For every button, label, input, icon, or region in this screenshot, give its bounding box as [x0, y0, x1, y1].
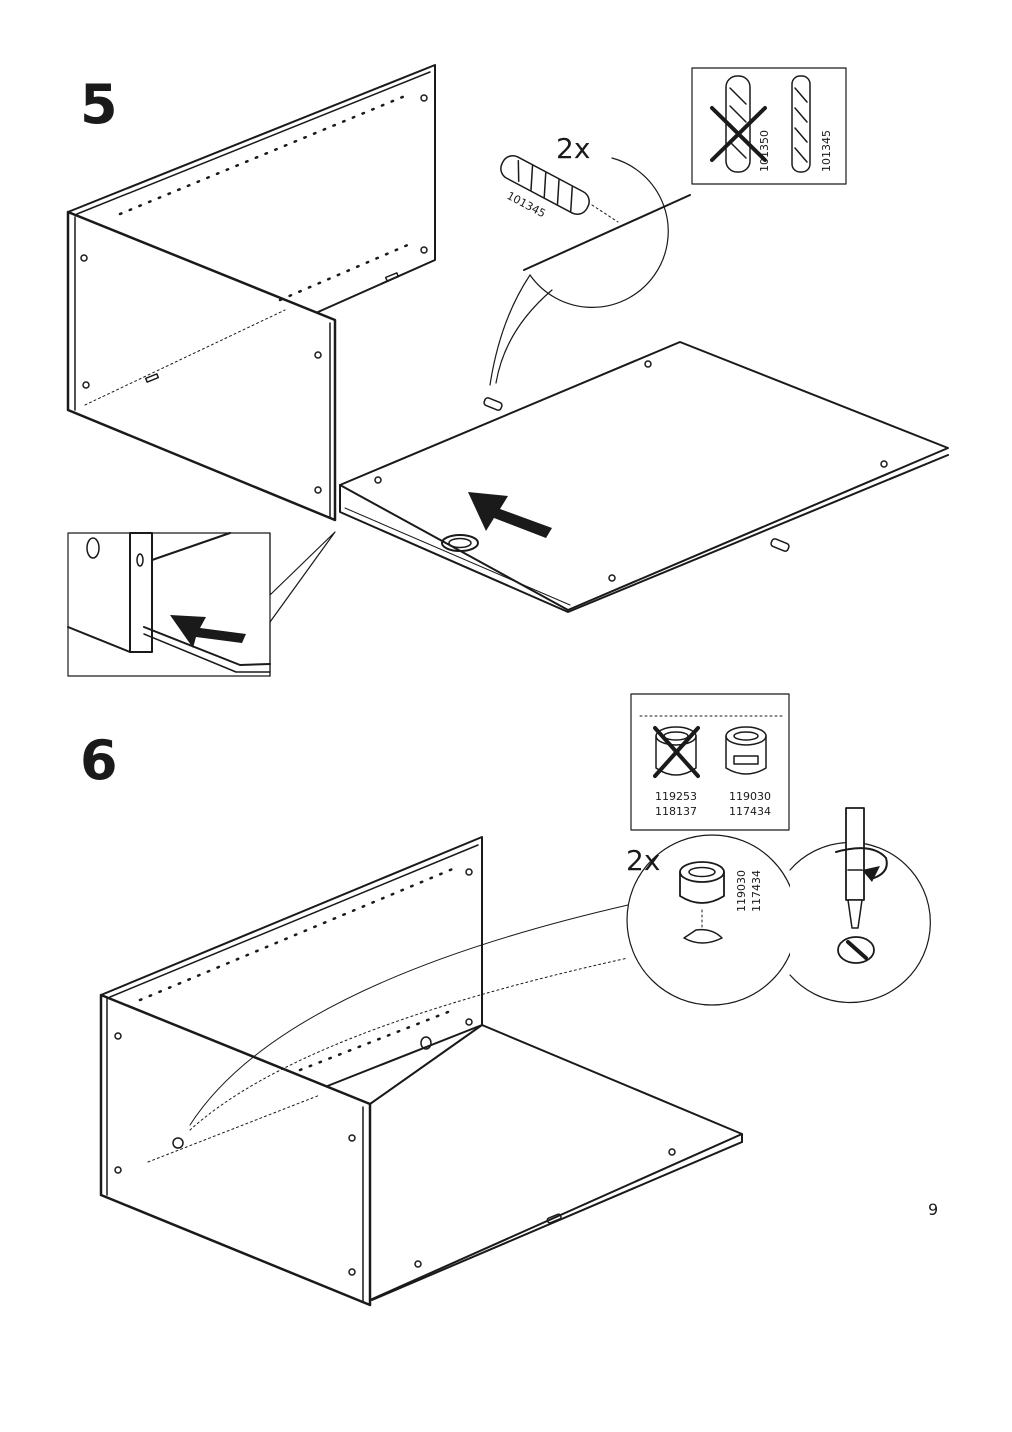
step-5-detail-inset	[67, 531, 336, 677]
step-6-cam-compare-box	[630, 693, 790, 831]
step-6-screwdriver-callout	[789, 807, 931, 1004]
incorrect-cross-icon	[710, 106, 767, 162]
page-number: 9	[928, 1200, 939, 1219]
wrong-dowel-code: 101350	[758, 130, 771, 172]
cam-lock-icon	[679, 861, 725, 944]
wrong-cam-code-1: 119253	[655, 790, 697, 803]
step-5-bottom-panel	[339, 341, 949, 613]
cam-lock-icon	[725, 726, 767, 775]
step-5-quantity: 2x	[556, 132, 590, 165]
dowel-icon	[791, 75, 811, 173]
cam-callout-code-1: 119030	[735, 870, 748, 912]
step-6-quantity: 2x	[626, 844, 660, 877]
screwdriver-icon	[845, 807, 865, 929]
incorrect-cross-icon	[653, 726, 700, 778]
step-6-cabinet-frame	[99, 836, 743, 1307]
correct-cam-code-1: 119030	[729, 790, 771, 803]
step-5-dowel-compare-box	[691, 67, 847, 185]
dowel-icon	[500, 154, 590, 216]
dowel-icon	[770, 538, 790, 552]
step-5-number: 5	[80, 73, 118, 136]
rotate-clockwise-icon	[835, 847, 888, 882]
wrong-cam-code-2: 118137	[655, 805, 697, 818]
insert-direction-arrow	[170, 615, 246, 648]
correct-dowel-code: 101345	[820, 130, 833, 172]
step-5-cabinet-frame	[66, 64, 436, 522]
insert-direction-arrow	[468, 492, 552, 538]
correct-cam-code-2: 117434	[729, 805, 771, 818]
step-6-number: 6	[80, 729, 118, 792]
step-5-dowel-callout	[489, 154, 691, 386]
step-6-cam-callout	[626, 834, 798, 1006]
cam-callout-code-2: 117434	[750, 870, 763, 912]
dowel-icon	[483, 397, 503, 411]
